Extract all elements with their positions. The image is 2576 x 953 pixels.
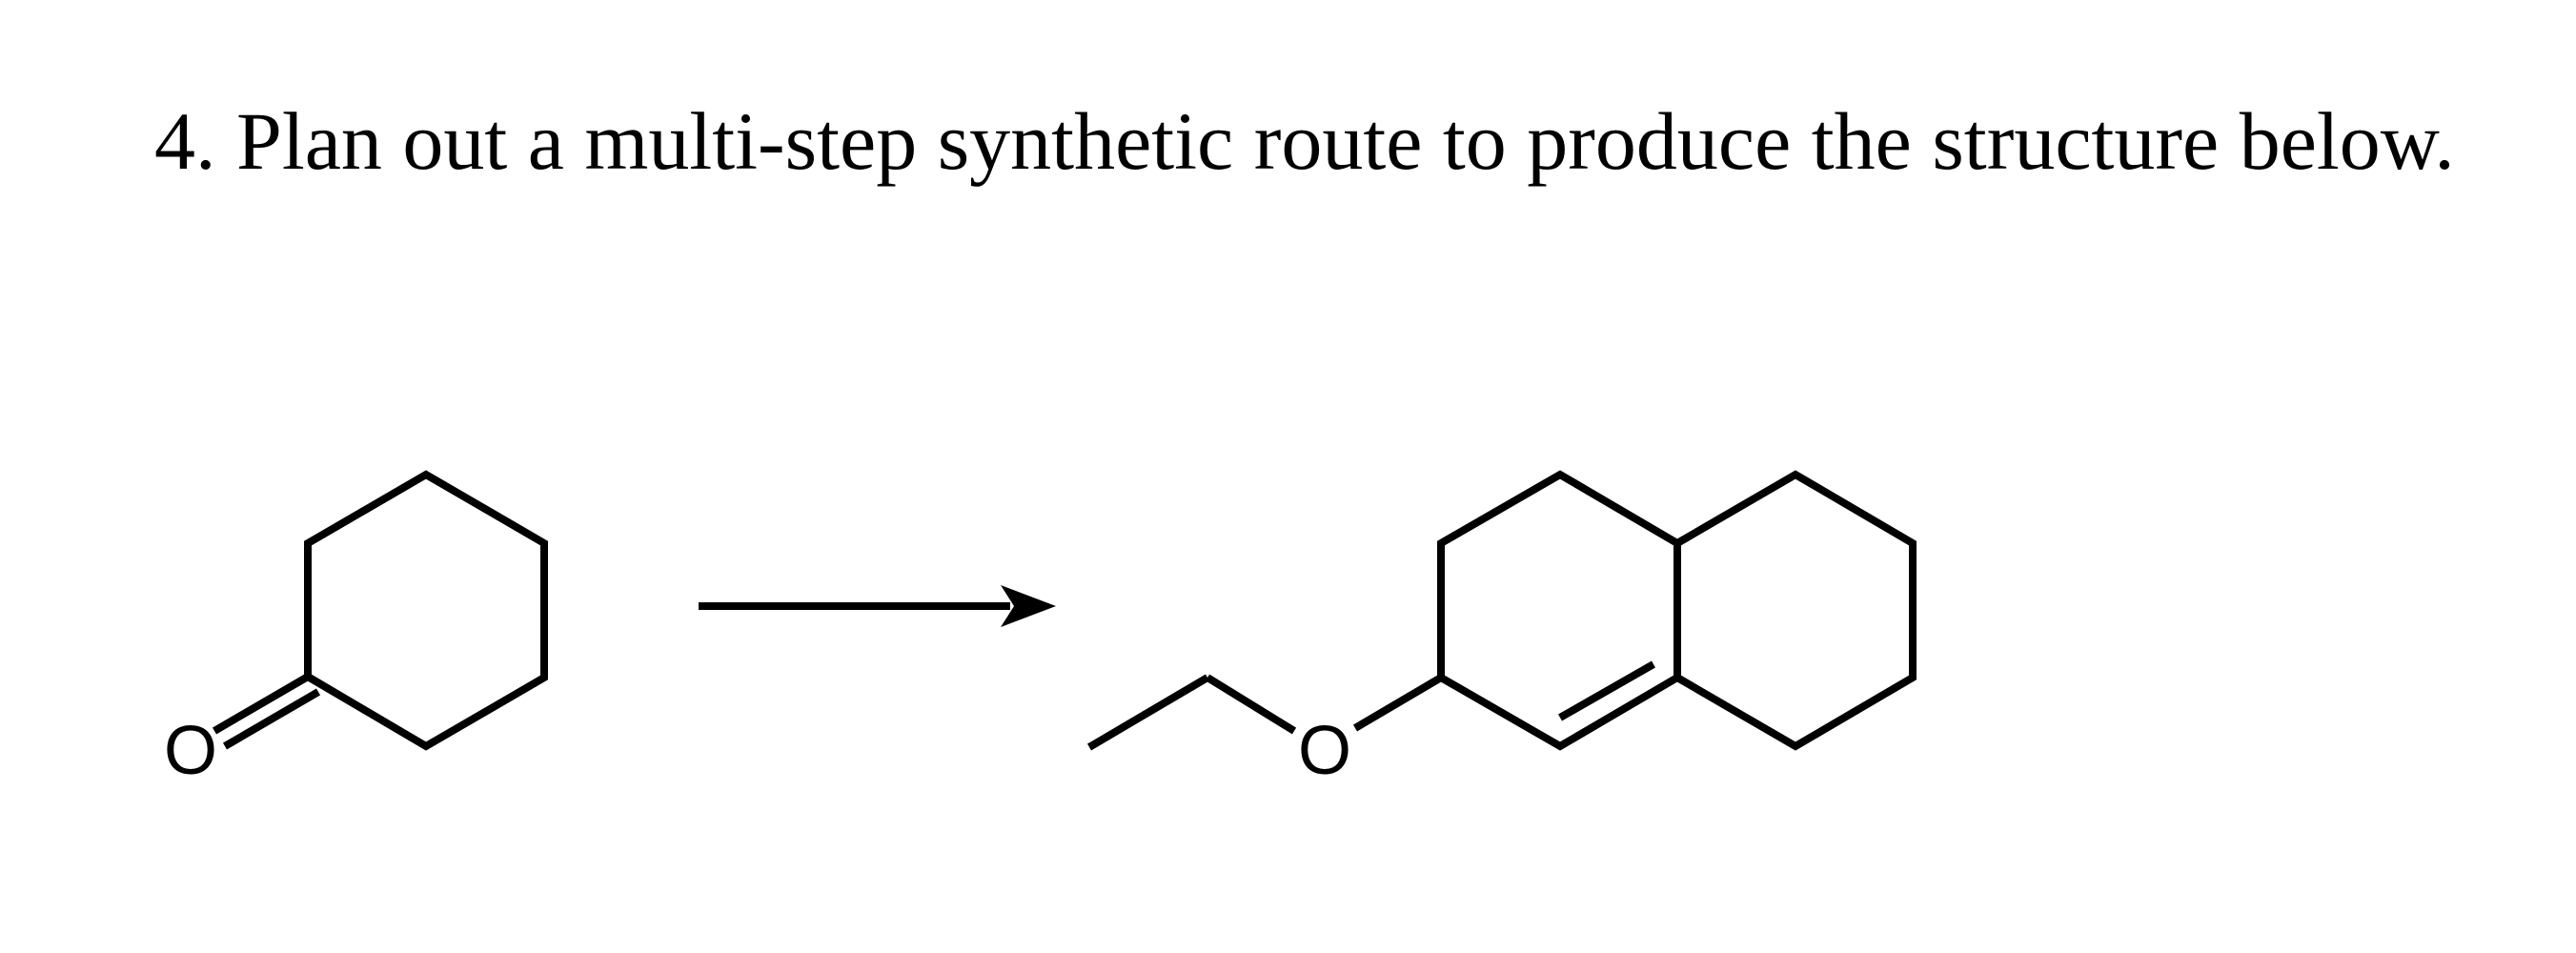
question-text: 4. Plan out a multi-step synthetic route… [154,95,2455,187]
cyclohexane-ring [304,470,548,751]
starting-material-cyclohexanone: O [164,470,548,789]
reaction-arrow [699,585,1056,627]
carbonyl-double-bond-inner [222,688,321,750]
ether-oxygen-label: O [1298,713,1351,789]
product-ethoxy-octahydronaphthalene: O [1086,470,1917,789]
left-ring [1437,470,1681,751]
right-ring [1674,470,1917,751]
c-o-bond [1352,674,1444,732]
carbonyl-double-bond-outer [212,673,311,735]
o-ch2-bond [1205,674,1297,735]
ch2-ch3-bond [1086,674,1210,751]
reaction-arrow-head [1001,585,1056,627]
ring-double-bond-inner [1558,660,1655,721]
carbonyl-oxygen-label: O [164,713,217,789]
